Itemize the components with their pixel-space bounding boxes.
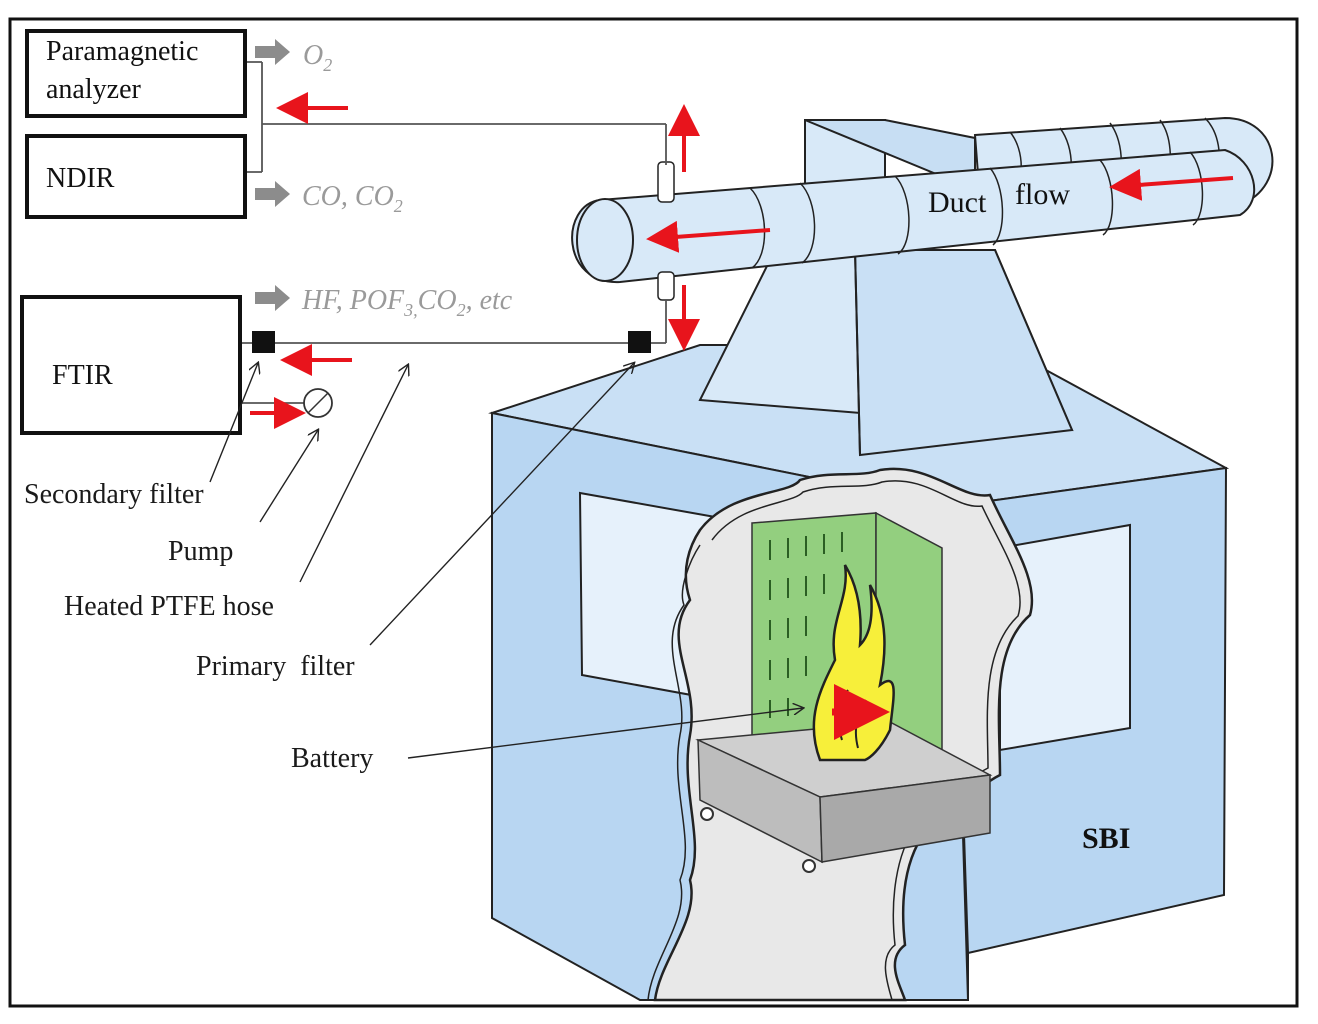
leader-lines xyxy=(209,363,803,759)
co-output-arrow xyxy=(255,181,290,207)
paramagnetic-label-line2: analyzer xyxy=(46,74,141,105)
primary-filter-label: Primary filter xyxy=(196,651,355,682)
duct-label-word1: Duct xyxy=(928,186,987,219)
secondary-filter-label: Secondary filter xyxy=(24,479,204,510)
pump-label: Pump xyxy=(168,536,233,567)
ndir-label: NDIR xyxy=(46,163,115,194)
battery-label: Battery xyxy=(291,743,373,774)
primary-filter-icon xyxy=(628,331,651,353)
ndir-box xyxy=(25,134,247,219)
pump-icon xyxy=(303,388,333,418)
o2-output-arrow xyxy=(255,39,290,65)
ftir-label: FTIR xyxy=(52,360,113,391)
exhaust-hood xyxy=(698,119,1074,457)
ftir-box xyxy=(20,295,242,435)
co-co2-label: CO, CO2 xyxy=(302,181,403,216)
exhaust-duct xyxy=(571,104,1274,351)
secondary-filter-icon xyxy=(252,331,275,353)
duct-label-word2: flow xyxy=(1015,178,1070,211)
o2-label: O2 xyxy=(303,40,332,75)
paramagnetic-analyzer-box xyxy=(25,29,247,118)
heated-hose-label: Heated PTFE hose xyxy=(64,591,274,622)
ftir-gases-label: HF, POF3,CO2, etc xyxy=(301,285,513,320)
sbi-label: SBI xyxy=(1082,822,1130,855)
ftir-output-arrow xyxy=(255,285,290,311)
paramagnetic-label-line1: Paramagnetic xyxy=(46,36,198,67)
